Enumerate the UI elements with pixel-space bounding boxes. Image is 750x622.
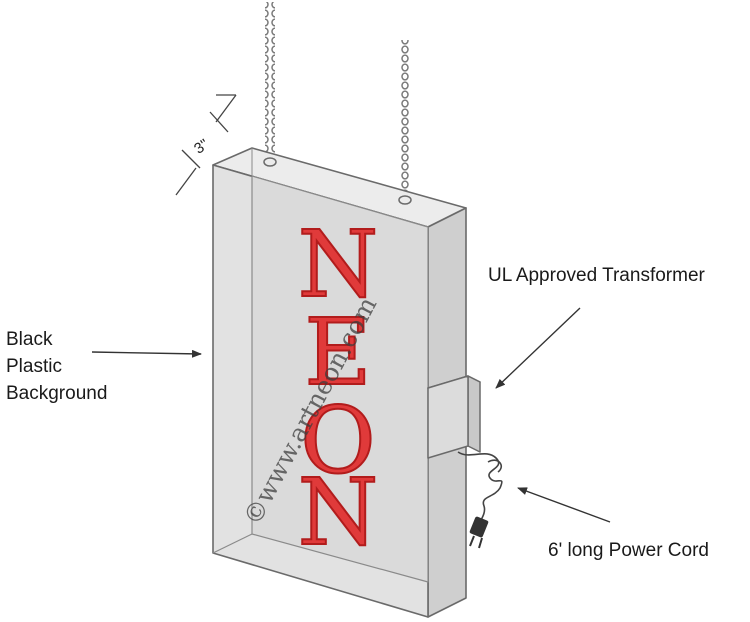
background-label-line-1: Black xyxy=(6,329,53,350)
neon-letters: N E O N xyxy=(297,210,380,567)
right-chain xyxy=(400,40,410,198)
left-chain xyxy=(265,2,275,160)
hanging-chains xyxy=(265,2,410,198)
right-chain-hook xyxy=(398,195,412,205)
depth-label: 3" xyxy=(191,136,212,158)
neon-letter-n2: N xyxy=(298,459,379,566)
left-chain-hook xyxy=(263,157,277,167)
background-label-line-3: Background xyxy=(6,383,108,404)
background-label: Black Plastic Background xyxy=(6,326,107,407)
plug-icon xyxy=(469,516,489,549)
power-cord xyxy=(457,451,503,523)
transformer-arrow xyxy=(495,307,581,389)
background-arrow xyxy=(91,349,202,358)
power-cord-label: 6' long Power Cord xyxy=(548,540,709,561)
background-label-line-2: Plastic xyxy=(6,356,62,377)
power-cord-arrow xyxy=(517,487,611,523)
neon-letter-o: O xyxy=(300,387,375,494)
neon-letter-n1: N xyxy=(298,211,379,318)
transformer-box xyxy=(427,375,481,459)
depth-dimension xyxy=(175,94,237,196)
neon-letter-e: E xyxy=(304,299,371,406)
sign-box xyxy=(212,147,467,618)
transformer-label: UL Approved Transformer xyxy=(488,265,705,286)
box-inner-panel xyxy=(251,175,429,583)
